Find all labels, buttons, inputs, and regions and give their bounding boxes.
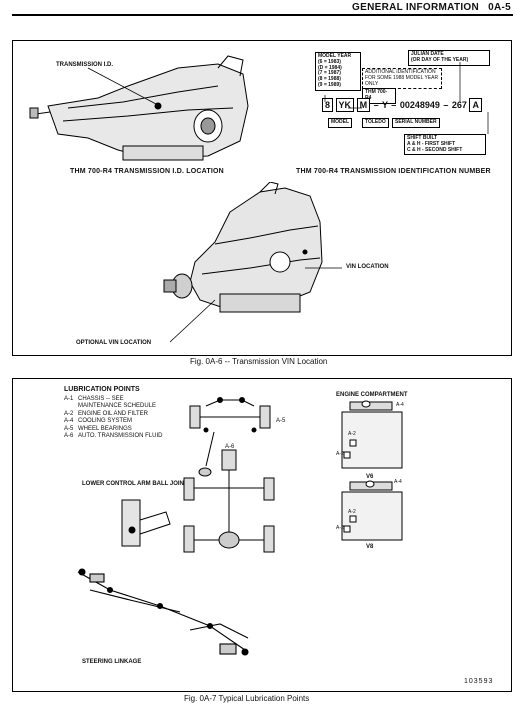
shift-line: C & H - SECOND SHIFT <box>407 146 463 153</box>
id-serial: 00248949 <box>399 100 440 110</box>
v6-label: V6 <box>366 474 374 480</box>
model-year-line: (8 = 1988) <box>318 76 341 82</box>
thm-box: THM 700-R4 <box>362 88 396 104</box>
additional-line: ADDITIONAL IDENTIFICATION <box>365 69 436 75</box>
a5-label: A-5 <box>276 418 286 424</box>
vin-location-label: VIN LOCATION <box>346 264 389 270</box>
page-header: GENERAL INFORMATION 0A-5 <box>352 2 511 13</box>
lubrication-item: MAINTENANCE SCHEDULE <box>78 403 157 410</box>
code-number: 103593 <box>464 678 494 685</box>
julian-date-box: JULIAN DATE (OR DAY OF THE YEAR) <box>408 50 490 66</box>
id-shift: A <box>469 98 482 112</box>
v8-label: V8 <box>366 544 374 550</box>
header-rule <box>12 14 513 16</box>
page-number: 0A-5 <box>488 2 511 13</box>
chassis-driveline-illustration <box>183 449 275 553</box>
model-year-title: MODEL YEAR <box>318 53 352 59</box>
front-suspension-illustration <box>189 397 271 433</box>
id-julian: 267 <box>451 100 467 110</box>
shift-line: A & H - FIRST SHIFT <box>407 140 456 147</box>
id-model: YK <box>335 98 355 112</box>
v6-a4-label: A-4 <box>396 402 404 408</box>
shift-built-box: SHIFT BUILT A & H - FIRST SHIFT C & H - … <box>404 134 486 156</box>
v6-a2-upper: A-2 <box>348 431 356 437</box>
model-year-line: (7 = 1987) <box>318 70 341 77</box>
left-caption: THM 700-R4 TRANSMISSION I.D. LOCATION <box>70 168 224 175</box>
v8-engine-illustration <box>341 480 403 541</box>
model-year-box: MODEL YEAR (6 = 1983) (D = 1984) (7 = 19… <box>315 52 361 91</box>
id-plant: M <box>356 98 371 112</box>
additional-line: FOR SOME 1988 MODEL YEAR <box>365 74 439 81</box>
figure-6-panel <box>12 40 512 356</box>
v6-engine-illustration <box>341 400 403 469</box>
v8-a4-label: A-4 <box>394 479 402 485</box>
id-dash1: Y <box>381 100 388 110</box>
transmission-id-illustration <box>29 55 249 161</box>
additional-line: ONLY <box>365 80 379 87</box>
steering-linkage-illustration <box>77 568 249 656</box>
figure-6-caption: Fig. 0A-6 -- Transmission VIN Location <box>190 357 328 366</box>
model-label-box: MODEL <box>328 118 353 128</box>
optional-vin-label: OPTIONAL VIN LOCATION <box>76 340 152 346</box>
vin-location-illustration <box>163 182 323 313</box>
additional-id-box: ADDITIONAL IDENTIFICATION FOR SOME 1988 … <box>362 68 442 90</box>
figure-7-caption: Fig. 0A-7 Typical Lubrication Points <box>184 694 310 703</box>
dipstick-illustration <box>198 431 215 477</box>
julian-line: (OR DAY OF THE YEAR) <box>411 56 469 63</box>
model-year-line: (D = 1984) <box>318 64 342 71</box>
transmission-id-label: TRANSMISSION I.D. <box>56 62 114 68</box>
julian-title: JULIAN DATE <box>411 51 444 57</box>
v8-a2-lower: A-2 <box>336 525 344 531</box>
v6-a2-lower: A-2 <box>336 451 344 457</box>
toledo-label-box: TOLEDO <box>362 118 389 128</box>
lower-control-label: LOWER CONTROL ARM BALL JOINTS <box>82 481 192 487</box>
steering-linkage-label: STEERING LINKAGE <box>82 659 142 665</box>
model-year-line: (6 = 1983) <box>318 58 341 65</box>
id-number-row: 8 YK M – Y – 00248949 – 267 A <box>322 98 482 112</box>
vin-leader-lines <box>169 267 342 343</box>
model-year-line: (9 = 1989) <box>318 81 341 88</box>
v8-a2-upper: A-2 <box>348 509 356 515</box>
lower-control-arm-illustration <box>121 499 171 547</box>
right-caption: THM 700-R4 TRANSMISSION IDENTIFICATION N… <box>296 168 491 175</box>
lubrication-title: LUBRICATION POINTS <box>64 386 140 393</box>
id-connector-lines <box>324 62 489 134</box>
header-title: GENERAL INFORMATION <box>352 2 480 13</box>
shift-title: SHIFT BUILT <box>407 135 438 141</box>
figure-7-panel <box>12 378 512 692</box>
engine-compartment-label: ENGINE COMPARTMENT <box>336 392 408 398</box>
a6-label: A-6 <box>225 444 235 450</box>
id-year: 8 <box>322 98 334 112</box>
serial-label-box: SERIAL NUMBER <box>392 118 440 128</box>
